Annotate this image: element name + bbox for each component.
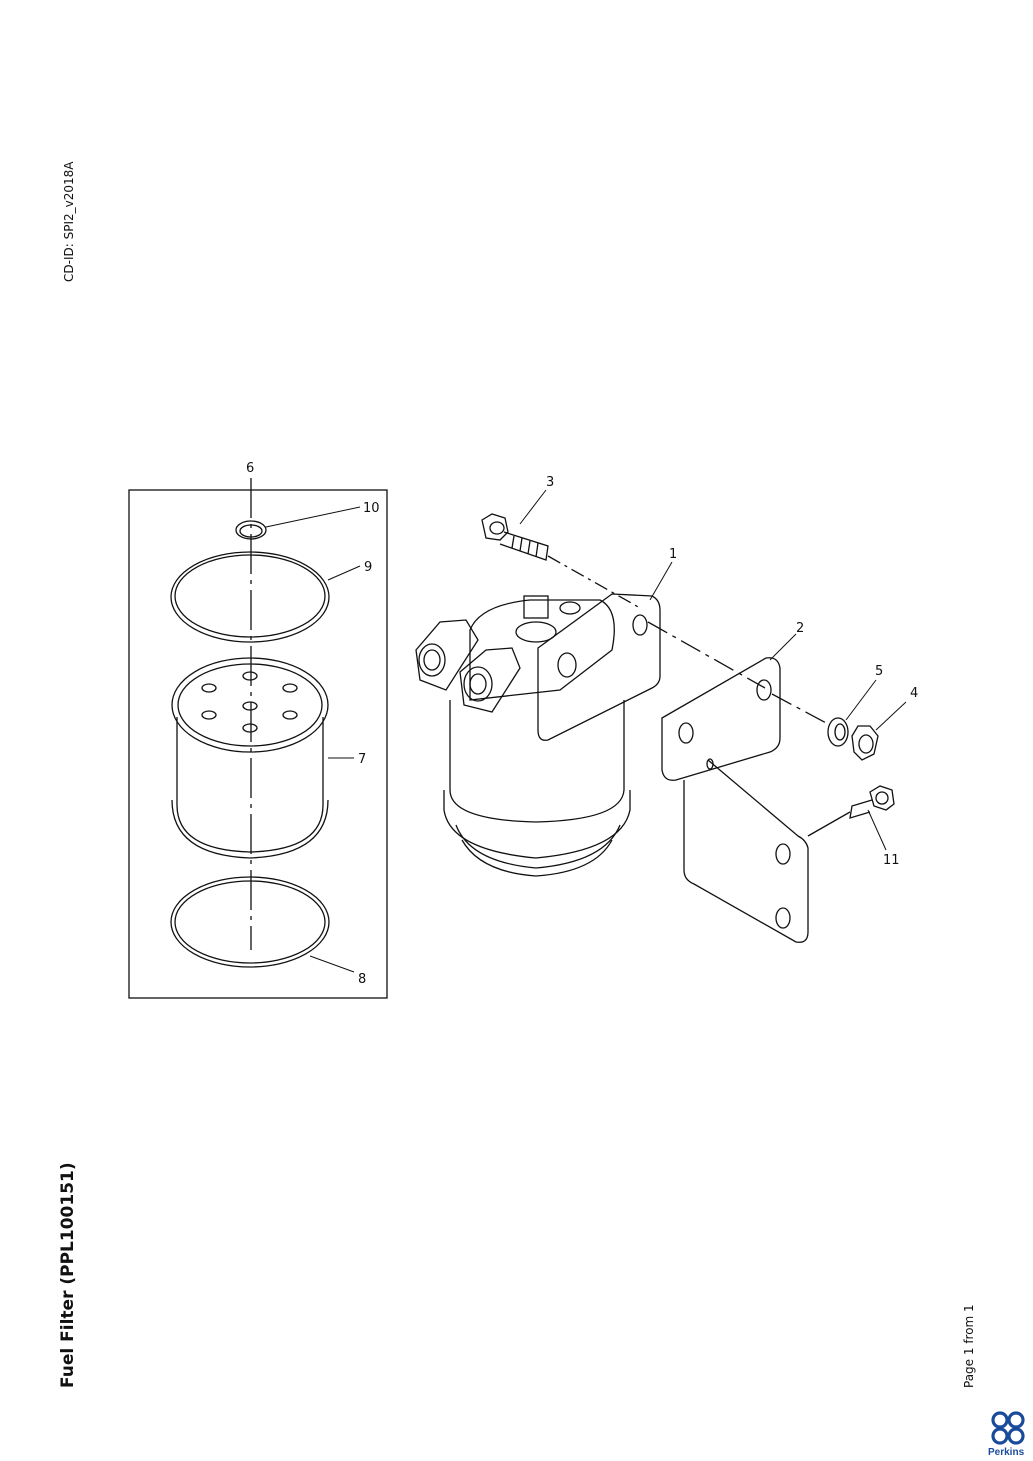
callout-2: 2 xyxy=(796,621,804,636)
part-3-bolt xyxy=(481,513,641,609)
perkins-logo-icon xyxy=(991,1411,1025,1445)
logo-wordmark: Perkins xyxy=(988,1447,1025,1458)
part-2-plate xyxy=(661,657,829,943)
callout-5: 5 xyxy=(875,664,883,679)
part-11-bolt xyxy=(807,785,895,837)
callout-leaders xyxy=(250,478,907,973)
callout-9: 9 xyxy=(364,560,372,575)
part-4-nut xyxy=(851,725,879,761)
part-7-filter-element xyxy=(171,657,329,859)
callout-3: 3 xyxy=(546,475,554,490)
callout-labels: 1 2 3 4 5 6 7 8 9 10 11 xyxy=(246,461,918,987)
part-9-seal-ring xyxy=(170,551,330,643)
filter-head-assembly xyxy=(415,595,631,877)
part-8-lower-seal xyxy=(170,876,330,968)
callout-6: 6 xyxy=(246,461,254,476)
callout-10: 10 xyxy=(363,501,380,516)
callout-7: 7 xyxy=(358,752,366,767)
callout-11: 11 xyxy=(883,853,900,868)
part-5-washer xyxy=(827,717,849,747)
callout-1: 1 xyxy=(669,547,677,562)
callout-8: 8 xyxy=(358,972,366,987)
element-kit-frame xyxy=(128,489,388,999)
part-1-bracket xyxy=(537,593,766,741)
callout-4: 4 xyxy=(910,686,918,701)
